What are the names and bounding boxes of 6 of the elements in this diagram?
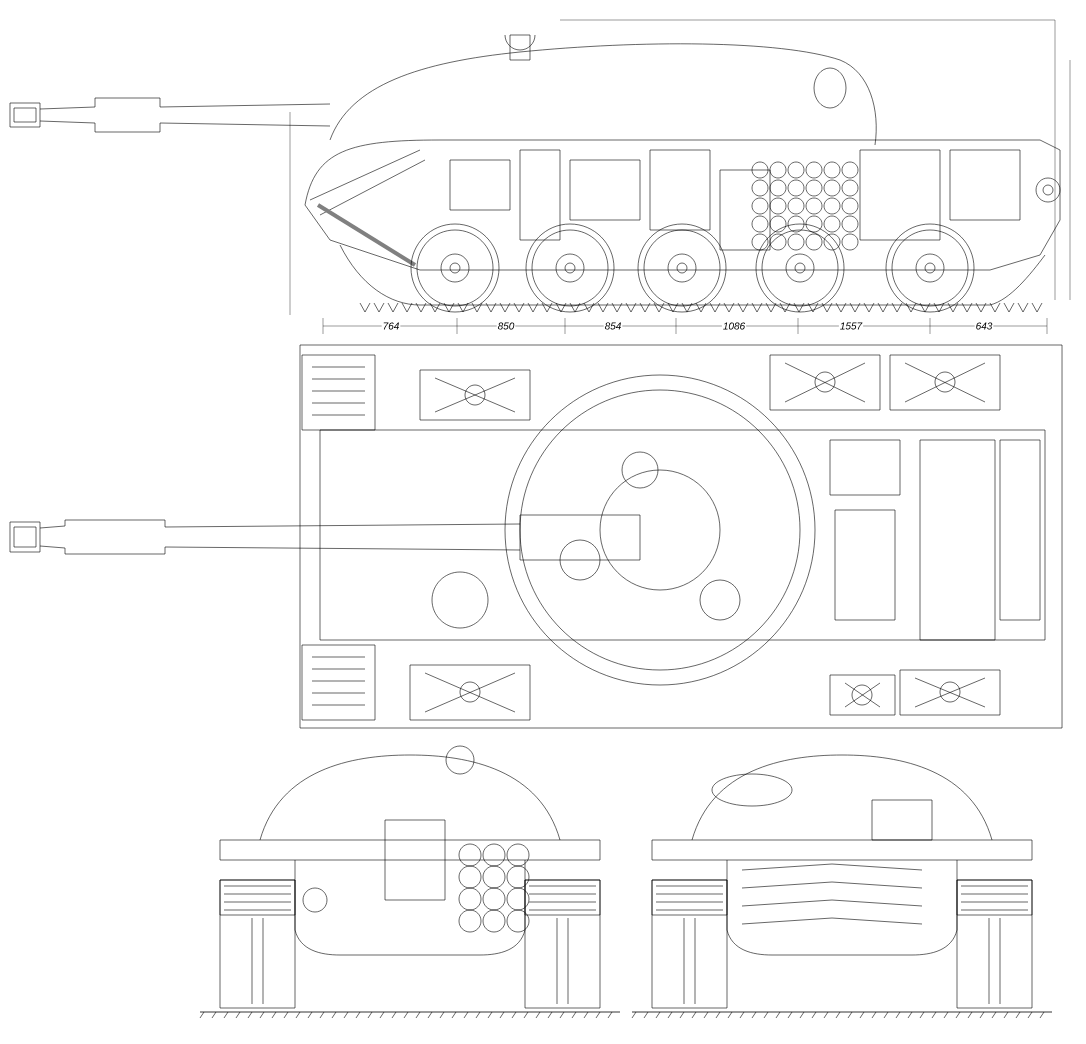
dimension-label: 1557 bbox=[838, 321, 864, 331]
dimension-label: 764 bbox=[381, 321, 401, 331]
dimension-label: 850 bbox=[496, 321, 516, 331]
dimension-label: 643 bbox=[974, 321, 994, 331]
dimension-label: 1086 bbox=[721, 321, 747, 331]
dimension-label: 854 bbox=[603, 321, 623, 331]
